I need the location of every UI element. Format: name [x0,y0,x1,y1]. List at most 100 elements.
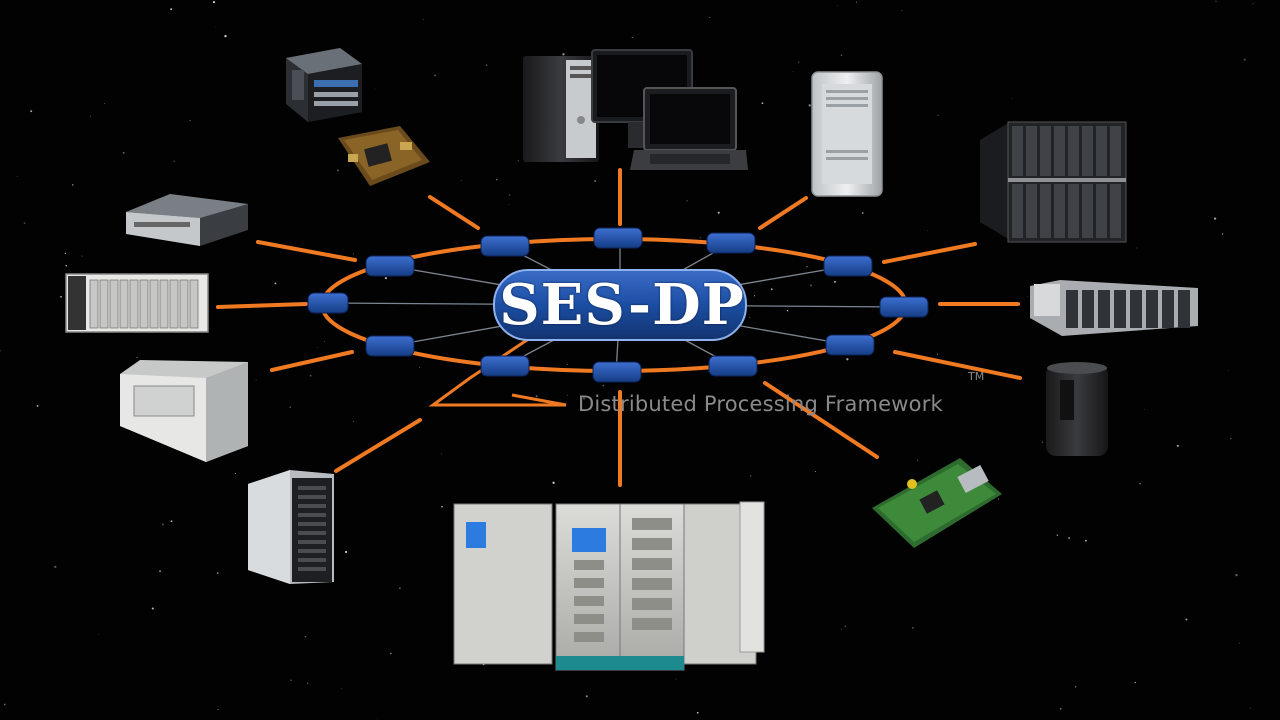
star [289,406,292,409]
device-detail [574,578,604,588]
star [1243,58,1246,61]
device-detail [574,560,604,570]
star [170,520,173,523]
device-detail [632,598,672,610]
star [352,253,354,255]
star [711,407,713,409]
star [1230,438,1232,440]
star [1134,681,1136,684]
device-detail [1012,184,1023,238]
embedded-board-icon [338,126,430,186]
star [215,26,217,28]
device-detail [1066,290,1078,328]
device-detail [298,549,326,553]
device-detail [1146,290,1158,328]
star [786,309,789,312]
star [419,367,420,368]
star [552,481,555,484]
device-detail [298,558,326,562]
ring-node [480,235,530,257]
star [189,119,191,122]
star [717,211,720,214]
mac-pro-cylinder-icon [1046,362,1108,456]
tower-server-icon [248,470,334,584]
device-detail [1130,290,1142,328]
star [631,36,633,39]
device-detail [179,279,189,329]
star [341,688,342,689]
laptop-icon [630,87,748,170]
star [709,16,711,18]
star [792,71,794,72]
star [36,404,39,407]
star [422,19,424,21]
star [1176,444,1179,447]
compactrio-controller-icon [1030,280,1198,336]
industrial-pc-icon [286,48,362,122]
device-detail [1082,126,1093,176]
star [806,266,808,268]
device-detail [632,618,672,630]
star [337,169,339,172]
star [798,61,800,63]
star [64,252,66,254]
device-detail [1068,184,1079,238]
star [517,160,519,162]
star [837,5,839,6]
star [1252,3,1254,5]
star [399,587,401,589]
ring-node [365,255,415,277]
star [460,179,462,181]
star [71,184,74,186]
device-detail [129,279,139,329]
device-detail [1110,184,1121,238]
star [841,628,843,630]
star [856,1,857,3]
ring-node [823,255,873,277]
star [1139,483,1141,485]
star [274,282,277,285]
ring-node [879,296,929,318]
star [89,115,91,117]
ring-nodes [307,227,929,383]
star [216,572,219,574]
device-detail [189,279,199,329]
device-detail [574,632,604,642]
device-detail [99,279,109,329]
star [158,569,162,573]
star [749,317,751,318]
device-detail [298,531,326,535]
star [675,678,677,680]
star [840,54,843,56]
device-detail [1054,184,1065,238]
star [834,280,836,283]
star [3,703,6,706]
star [16,176,18,178]
device-detail [169,279,179,329]
star [1068,537,1071,539]
star [441,505,443,508]
star [861,211,864,215]
star [686,200,688,202]
star [255,379,257,381]
star [0,350,1,352]
star [912,627,914,629]
ring-node [593,227,643,249]
server-cabinets-icon [453,501,765,671]
device-detail [1068,126,1079,176]
star [1227,370,1229,371]
rack-server-1u-icon [126,194,248,246]
blade-server-rack-icon [980,121,1127,243]
star [1221,233,1224,235]
star [1074,686,1077,688]
star [161,523,164,526]
star [441,453,443,455]
device-detail [1026,184,1037,238]
device-detail [298,540,326,544]
star [1235,573,1238,577]
star [151,607,154,610]
star [324,341,325,342]
star [485,64,488,66]
star [1059,707,1062,710]
